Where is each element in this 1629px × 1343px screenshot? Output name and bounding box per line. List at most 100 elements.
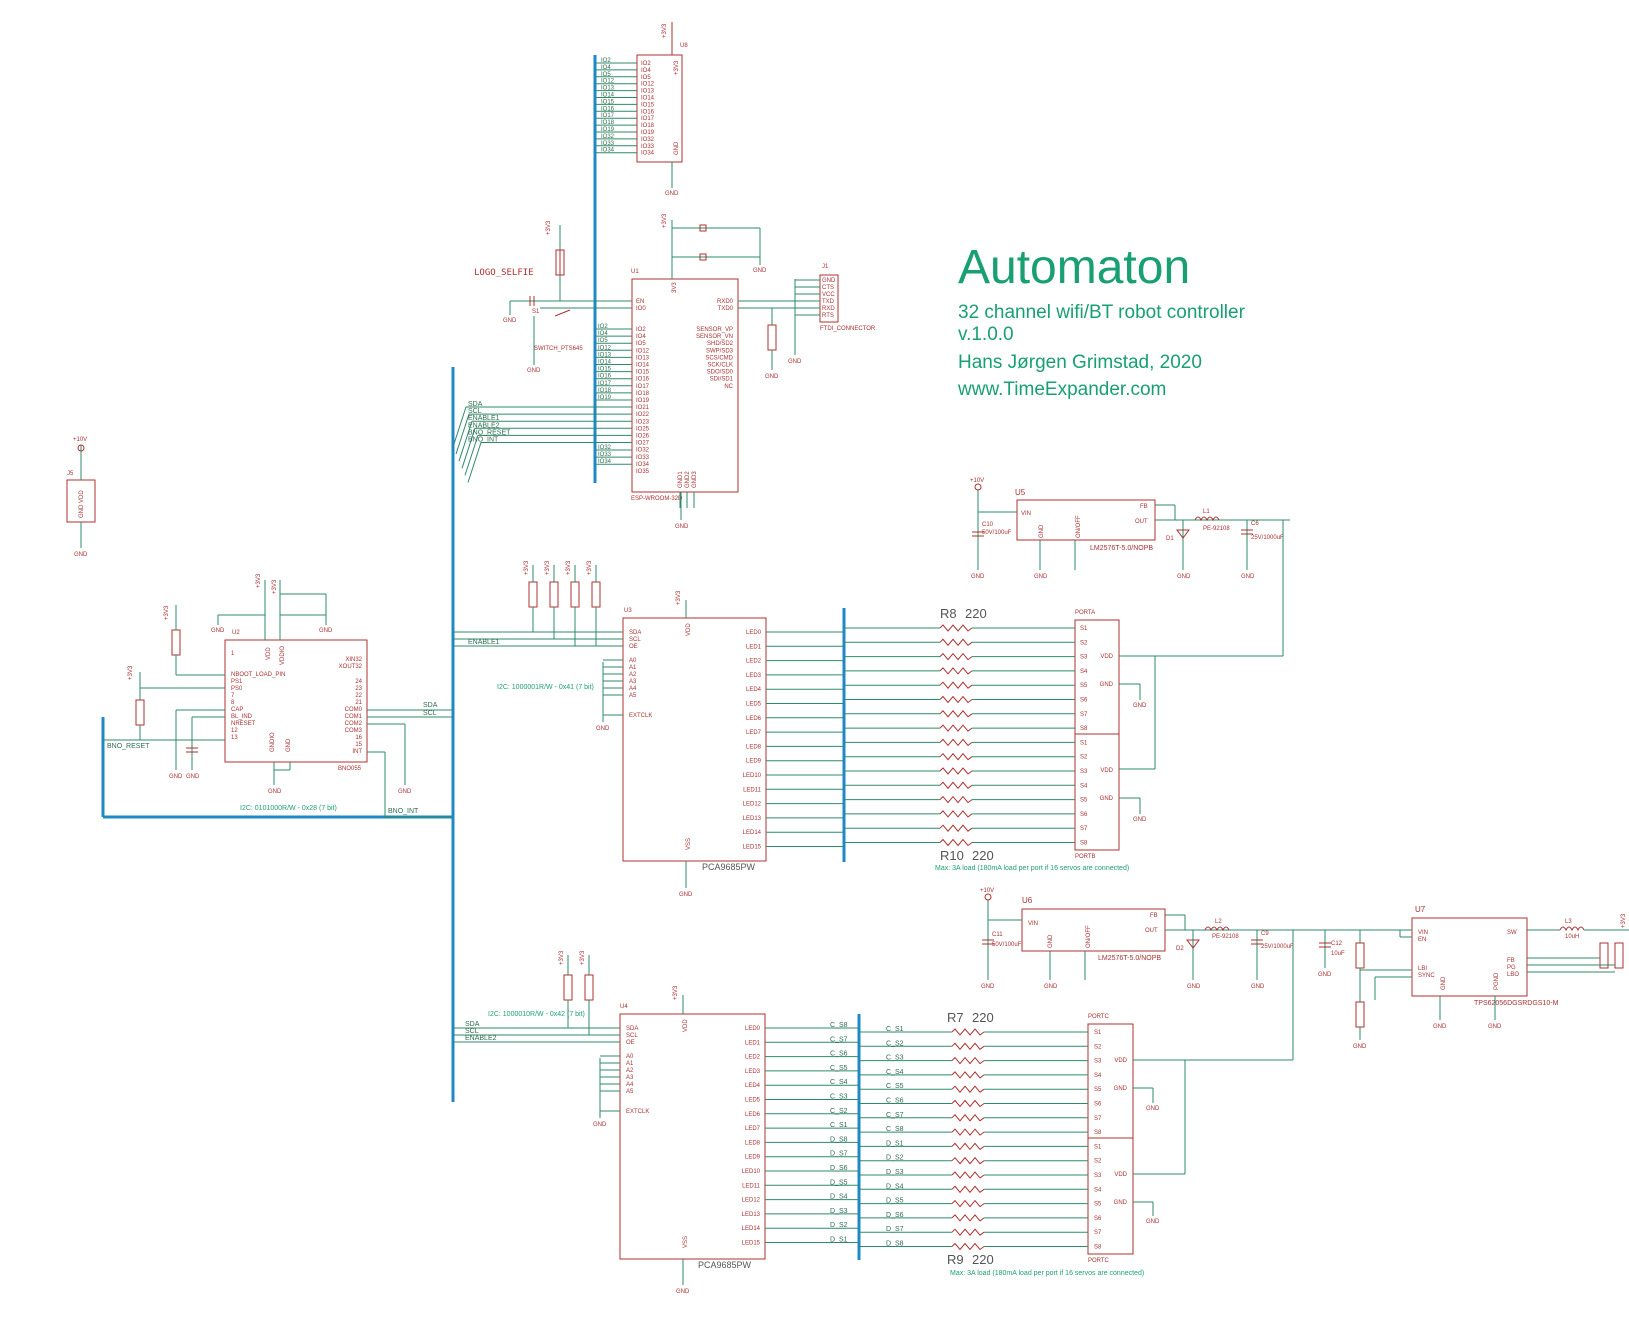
r8-value: 220	[965, 606, 987, 621]
porta-gnd: GND	[1133, 703, 1147, 709]
j1-pin-RXD: RXD	[822, 306, 835, 312]
u3-pin-LED0: LED0	[746, 630, 762, 636]
u1-cap-gnd: GND	[753, 268, 767, 274]
u1-pin-IO16: IO16	[636, 377, 650, 383]
u1-pin-IO0: IO0	[636, 306, 646, 312]
r7-resistor-0	[951, 1028, 985, 1036]
u3-pin-OE: OE	[629, 644, 638, 650]
r8-resistor-14	[939, 824, 973, 832]
u4-pin-LED8: LED8	[745, 1140, 761, 1146]
u1-pin-IO25: IO25	[636, 426, 650, 432]
u3-pin-LED10: LED10	[743, 773, 762, 779]
u3-pin-LED15: LED15	[743, 845, 762, 851]
r7-resistor-11	[951, 1185, 985, 1194]
u4-pin-LED1: LED1	[745, 1040, 761, 1046]
portab-pin-10: S3	[1080, 769, 1088, 775]
portcd-net-14: D_S7	[886, 1226, 904, 1233]
u3-pin-A0: A0	[629, 658, 637, 664]
u8-pin-IO17: IO17	[641, 116, 655, 122]
c12-gnd: GND	[1318, 972, 1332, 978]
u2-pin-23: 23	[355, 686, 362, 692]
u2-pin-COM3: COM3	[345, 728, 363, 734]
r8-resistor-13	[939, 810, 973, 818]
u3-pca9685: U3 PCA9685PW VDD VSS +3V3 GND I2C: 10000…	[453, 560, 844, 898]
c12-value: 10uF	[1331, 951, 1345, 957]
u4-pin-A4: A4	[626, 1082, 634, 1088]
u4-i2c-note: I2C: 1000010R/W - 0x42 (7 bit)	[488, 1011, 585, 1018]
r8-resistor-1	[939, 638, 973, 647]
portd-vdd: VDD	[1114, 1172, 1127, 1178]
u2-pin-15: 15	[355, 742, 362, 748]
u3-pin-LED3: LED3	[746, 673, 762, 679]
j1-pin-VCC: VCC	[822, 292, 835, 298]
u4-net-C_S7: C_S7	[830, 1036, 848, 1043]
u4-pin-LED12: LED12	[742, 1198, 761, 1204]
u2-cap-gnd-2: GND	[319, 628, 333, 634]
d1-label: D1	[1166, 536, 1174, 542]
u1-pin-IO19: IO19	[636, 398, 650, 404]
u3-pin-LED13: LED13	[743, 816, 762, 822]
u1-net-IO4: IO4	[598, 331, 608, 337]
u4-net-D_S3: D_S3	[830, 1208, 848, 1215]
u2-pin-CAP: CAP	[231, 707, 243, 713]
u1-pin-SHD/SD2: SHD/SD2	[707, 341, 734, 347]
portc-vdd: VDD	[1114, 1058, 1127, 1064]
u3-pin-A3: A3	[629, 679, 637, 685]
u2-pin-16: 16	[355, 735, 362, 741]
r8-resistor-11	[939, 781, 973, 790]
portab-pin-14: S7	[1080, 826, 1088, 832]
u8-net-IO18: IO18	[601, 120, 615, 126]
j5-ref: J5	[67, 471, 74, 477]
l1-label: L1	[1203, 509, 1210, 515]
u1-net-IO17: IO17	[598, 381, 612, 387]
u2-power-2: +3V3	[272, 579, 278, 594]
u5-pin-onoff: ON/OFF	[1076, 515, 1082, 538]
u1-net-IO16: IO16	[598, 374, 612, 380]
r7-label: R7	[947, 1010, 964, 1025]
u3-ref: U3	[624, 608, 632, 614]
switch-ref: S1	[532, 309, 540, 315]
u4-net-C_S8: C_S8	[830, 1022, 848, 1029]
l3-value: 10uH	[1565, 934, 1579, 940]
u5-regulator: U5 LM2576T-5.0/NOPB VIN GND ON/OFF OUT F…	[970, 478, 1290, 656]
u2-pin-24: 24	[355, 679, 362, 685]
j1-gnd: GND	[788, 359, 802, 365]
portc-label: PORTC	[1088, 1014, 1110, 1020]
u4-pin-SCL: SCL	[626, 1033, 638, 1039]
u8-pin-IO33: IO33	[641, 144, 655, 150]
u2-power-1: +3V3	[256, 573, 262, 588]
u2-pin-COM2: COM2	[345, 721, 363, 727]
portcd-pin-3: S4	[1094, 1073, 1102, 1079]
portcd-pin-1: S2	[1094, 1044, 1102, 1050]
portcd-pin-2: S3	[1094, 1059, 1102, 1065]
bno-reset-label: BNO_RESET	[107, 743, 150, 750]
u2-pin-NBOOT_LOAD_PIN: NBOOT_LOAD_PIN	[231, 672, 285, 678]
u1-pin-IO4: IO4	[636, 334, 646, 340]
u4-addr-gnd: GND	[593, 1122, 607, 1128]
u5-name: LM2576T-5.0/NOPB	[1090, 545, 1153, 552]
u4-pca9685: U4 PCA9685PW VDD VSS +3V3 GND I2C: 10000…	[453, 950, 859, 1295]
project-website: www.TimeExpander.com	[957, 379, 1166, 400]
r7-resistor-10	[951, 1171, 985, 1179]
portab-pin-7: S8	[1080, 726, 1088, 732]
u2-bot-gnd: GND	[286, 738, 292, 752]
u4-pin-LED14: LED14	[742, 1226, 761, 1232]
i2c-net-ENABLE2: ENABLE2	[468, 422, 500, 429]
u1-pin-IO17: IO17	[636, 384, 650, 390]
u4-pin-LED15: LED15	[742, 1241, 761, 1247]
u1-pin-SDO/SD0: SDO/SD0	[707, 370, 734, 376]
u4-net-C_S2: C_S2	[830, 1108, 848, 1115]
j5-pin-vdd: VDD	[79, 490, 85, 503]
u4-net-D_S4: D_S4	[830, 1194, 848, 1201]
u1-pin-IO12: IO12	[636, 348, 650, 354]
r7-resistor-9	[951, 1156, 985, 1165]
c11-label: C11	[992, 932, 1003, 938]
u2-top-vddio: VDDIO	[280, 646, 286, 665]
portab-pin-3: S4	[1080, 669, 1088, 675]
u7-pin-vin: VIN	[1418, 930, 1428, 936]
u3-pin-LED6: LED6	[746, 716, 762, 722]
u8-net-IO33: IO33	[601, 141, 615, 147]
bno-int-label: BNO_INT	[388, 808, 419, 815]
u8-net-IO4: IO4	[601, 65, 611, 71]
